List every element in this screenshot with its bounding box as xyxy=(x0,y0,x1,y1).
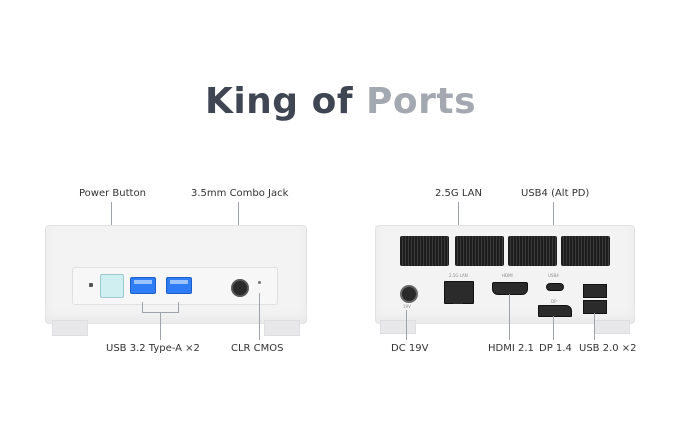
leader-line-clr xyxy=(259,293,260,340)
vent-4 xyxy=(561,236,610,266)
lan-print: 2.5G LAN xyxy=(449,273,468,278)
hdmi-port[interactable] xyxy=(492,282,528,295)
leader-line-hdmi xyxy=(509,294,510,340)
leader-line-dp xyxy=(553,316,554,340)
label-hdmi: HDMI 2.1 xyxy=(488,343,534,354)
clr-cmos-hole[interactable] xyxy=(258,281,261,284)
title-part-ports: Ports xyxy=(366,81,477,122)
rear-foot-right xyxy=(594,320,630,334)
usb4-port[interactable] xyxy=(546,283,564,291)
label-lan: 2.5G LAN xyxy=(435,188,482,199)
dp-port[interactable] xyxy=(538,305,572,317)
power-led-icon xyxy=(89,283,93,287)
vent-3 xyxy=(508,236,557,266)
usb4-print: USB4 xyxy=(548,273,559,278)
leader-line-usb32 xyxy=(160,312,161,340)
usb32-port-1[interactable] xyxy=(130,277,156,294)
front-foot-left xyxy=(52,320,88,336)
dc-print: 19V xyxy=(403,304,411,309)
vent-2 xyxy=(455,236,504,266)
label-usb32: USB 3.2 Type-A ×2 xyxy=(106,343,200,354)
dc-jack-port[interactable] xyxy=(400,285,418,303)
front-foot-right xyxy=(264,320,300,336)
bracket-right xyxy=(178,302,179,312)
label-dp: DP 1.4 xyxy=(539,343,572,354)
title-part-king-of: King of xyxy=(204,81,367,122)
combo-jack-port[interactable] xyxy=(231,279,249,297)
hdmi-print: HDMI xyxy=(502,273,513,278)
bracket-left xyxy=(142,302,143,312)
power-button[interactable] xyxy=(100,274,124,298)
usb20-port-1[interactable] xyxy=(583,284,607,298)
page-title: King of Ports xyxy=(0,78,681,126)
label-clr-cmos: CLR CMOS xyxy=(231,343,284,354)
lan-port-tab xyxy=(453,300,463,304)
label-usb20: USB 2.0 ×2 xyxy=(579,343,637,354)
dp-print: DP xyxy=(551,299,557,304)
label-power-button: Power Button xyxy=(79,188,146,199)
label-combo-jack: 3.5mm Combo Jack xyxy=(191,188,289,199)
leader-line-usb20 xyxy=(594,313,595,340)
usb20-port-2[interactable] xyxy=(583,300,607,314)
rear-foot-left xyxy=(380,320,416,334)
label-usb4: USB4 (Alt PD) xyxy=(521,188,590,199)
leader-line-dc xyxy=(406,310,407,340)
vent-1 xyxy=(400,236,449,266)
label-dc: DC 19V xyxy=(391,343,429,354)
usb32-port-2[interactable] xyxy=(166,277,192,294)
